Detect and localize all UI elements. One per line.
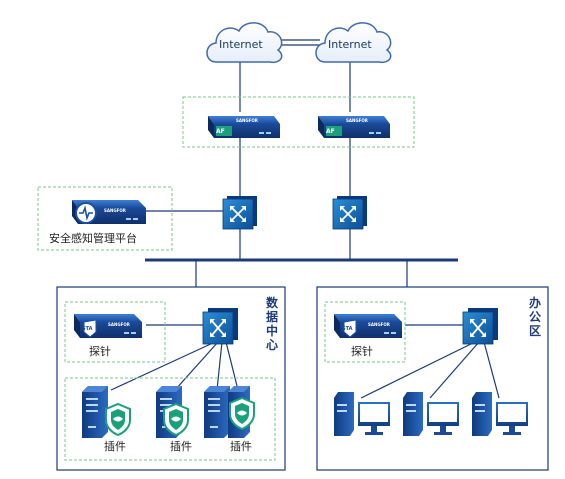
access-switch-icon: [202, 308, 238, 345]
probe-label: 探针: [351, 345, 373, 358]
pc-icon: [403, 392, 459, 436]
internet-label: Internet: [219, 38, 263, 51]
connection-lines: [110, 39, 500, 399]
vendor-mark: SANGFOR: [346, 118, 368, 123]
vendor-mark: SANGFOR: [108, 322, 130, 327]
platform-label: 安全感知管理平台: [49, 232, 137, 245]
plugin-label: 插件: [230, 440, 252, 453]
firewall-badge-label: AF: [216, 128, 225, 135]
shield-icon: [229, 396, 255, 431]
firewall-device-icon: [318, 116, 390, 138]
probe-badge-label: STA: [342, 326, 353, 332]
vendor-mark: SANGFOR: [104, 208, 126, 213]
firewall-device-icon: [208, 116, 280, 138]
probe-device-icon: [334, 314, 402, 338]
core-switch-icon: [332, 196, 367, 230]
server-icon: [82, 386, 108, 438]
plugin-label: 插件: [170, 440, 192, 453]
vendor-mark: SANGFOR: [368, 322, 390, 327]
firewall-badge-label: AF: [326, 128, 335, 135]
datacenter-zone: [56, 286, 286, 471]
platform-device-icon: [72, 200, 146, 224]
datacenter-probe-group: [64, 301, 166, 363]
office-probe-group: [324, 301, 406, 363]
vendor-mark: SANGFOR: [236, 118, 258, 123]
datacenter-zone-title: 数据中心: [265, 296, 278, 352]
shield-icon: [105, 402, 131, 437]
probe-label: 探针: [89, 345, 111, 358]
pc-icon: [472, 392, 528, 436]
probe-badge-label: STA: [82, 326, 93, 332]
access-switch-icon: [462, 308, 498, 345]
shield-icon: [163, 402, 189, 437]
internet-label: Internet: [328, 38, 372, 51]
probe-device-icon: [74, 314, 142, 338]
cloud-icon: [206, 22, 283, 64]
cloud-icon: [315, 22, 392, 64]
plugin-label: 插件: [104, 440, 126, 453]
core-switch-icon: [222, 196, 257, 230]
office-zone-title: 办公区: [528, 296, 541, 338]
platform-group: [37, 186, 173, 251]
pc-icon: [334, 392, 390, 436]
office-zone: [316, 286, 549, 471]
firewall-group: [182, 96, 415, 148]
server-icon: [204, 386, 230, 438]
plugin-group: [64, 377, 276, 461]
